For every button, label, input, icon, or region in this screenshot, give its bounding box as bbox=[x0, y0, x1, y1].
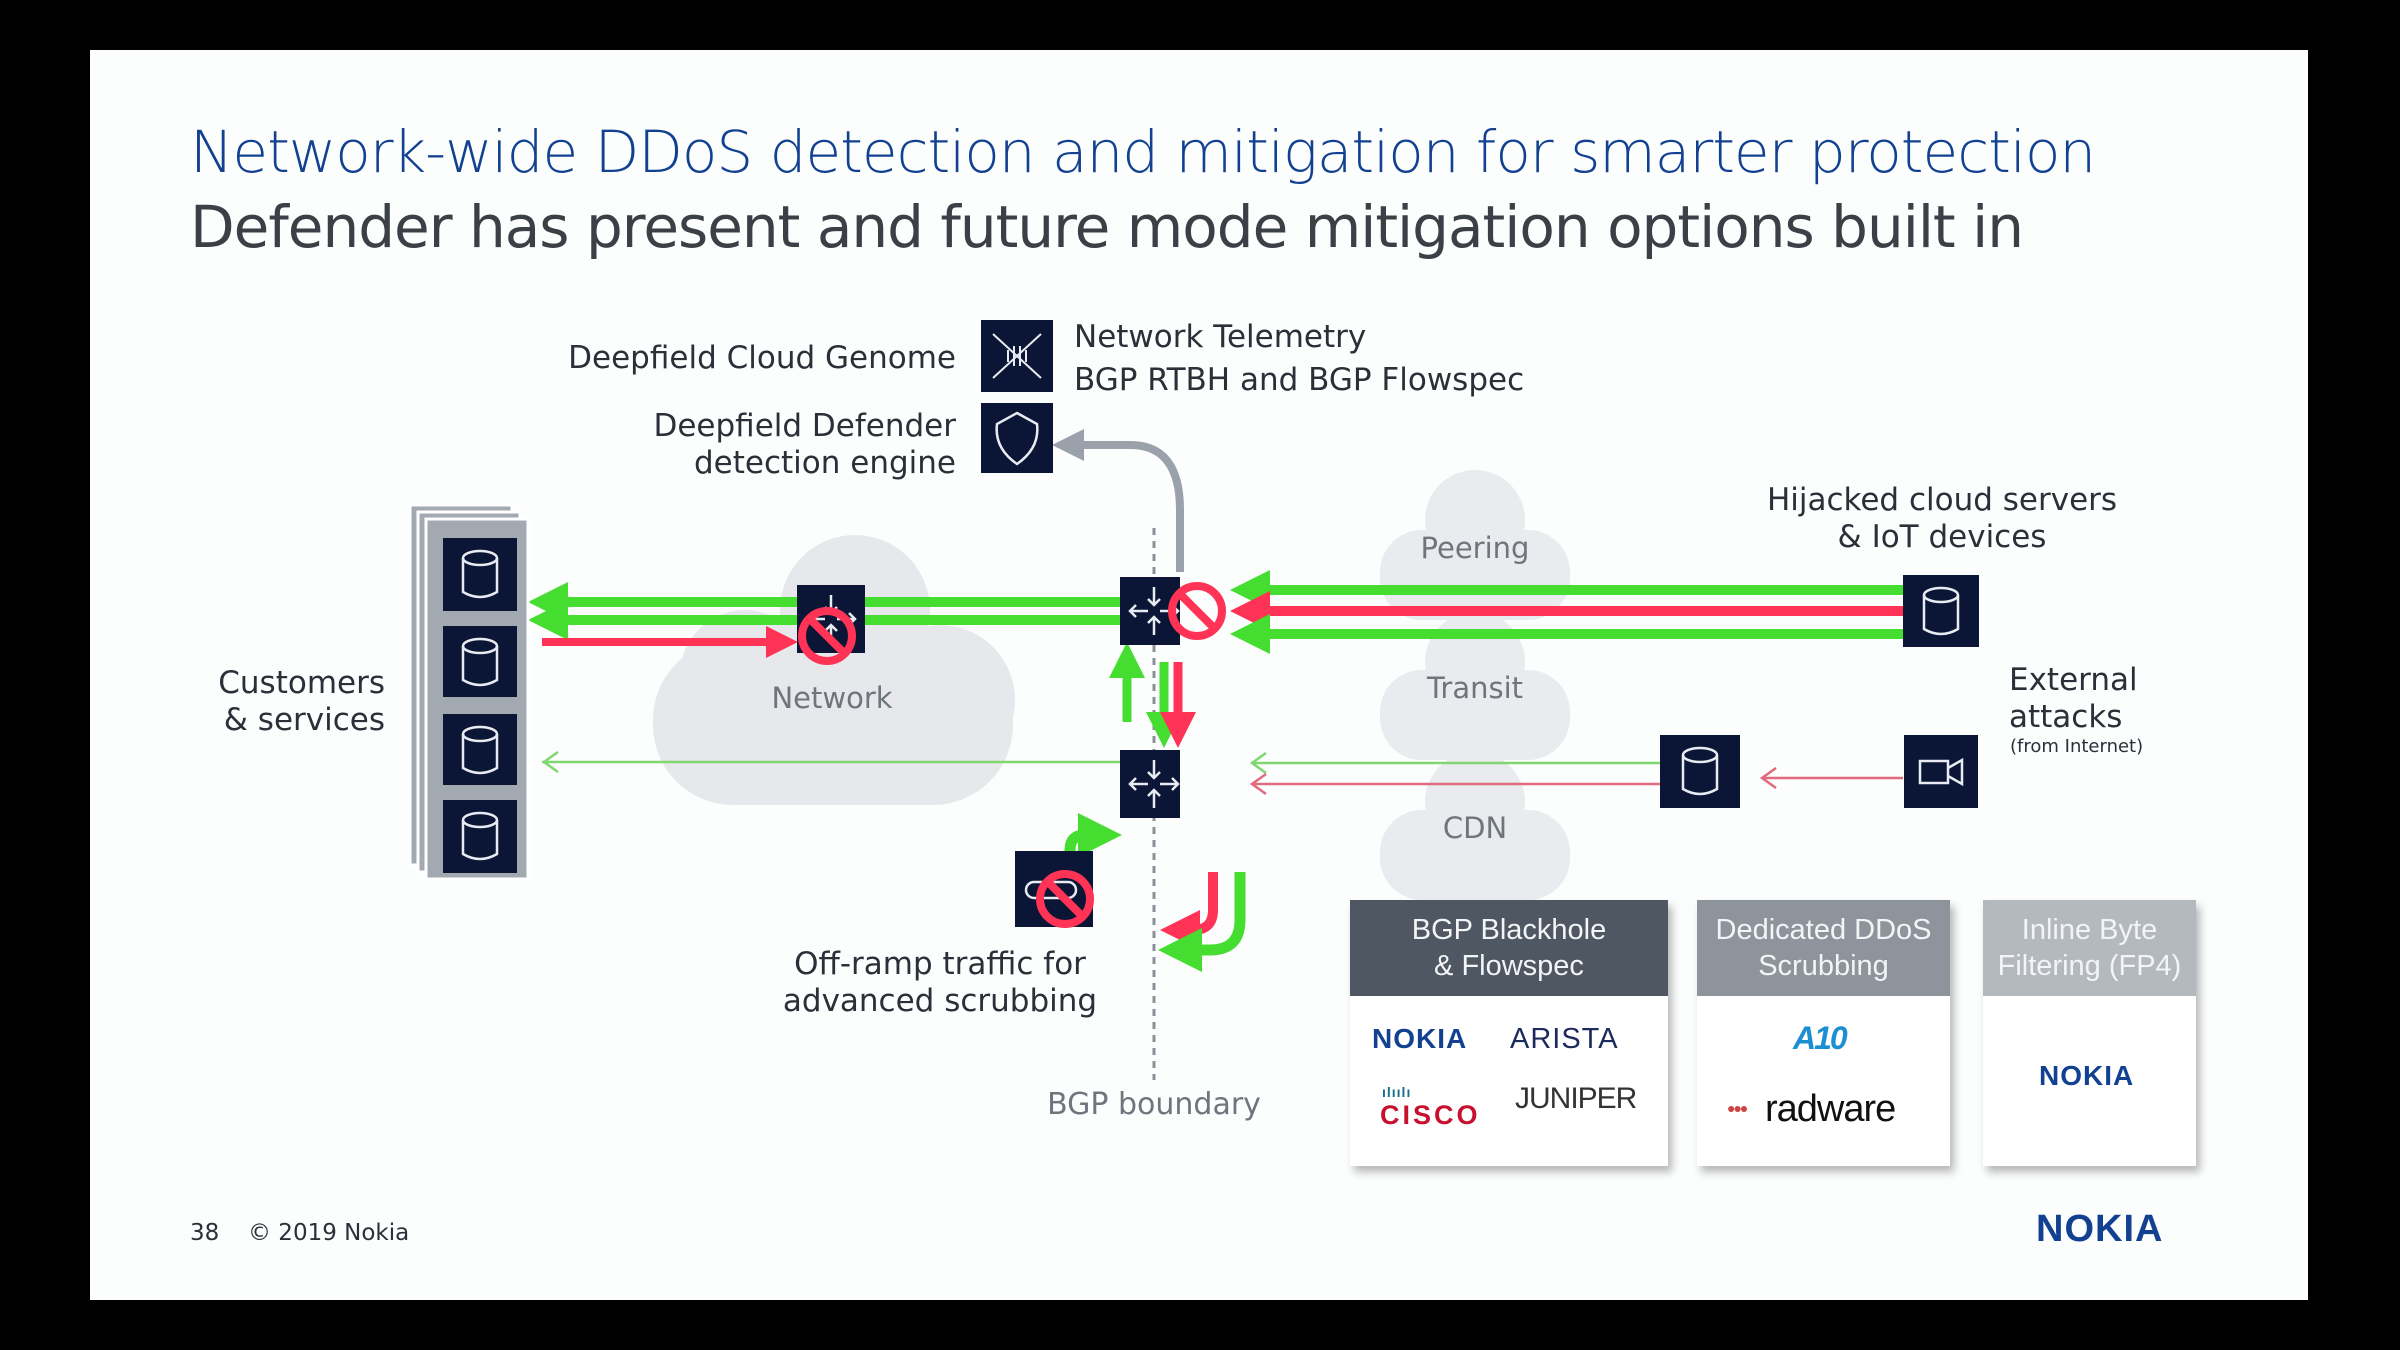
control-arrow bbox=[1052, 429, 1184, 572]
transit-label: Transit bbox=[1426, 671, 1523, 705]
edge-router bbox=[1120, 577, 1222, 645]
offramp-label-2: advanced scrubbing bbox=[783, 983, 1097, 1019]
defender-label-2: detection engine bbox=[694, 445, 956, 481]
radware-dots-icon: ●●● bbox=[1727, 1100, 1748, 1116]
radware-logo: radware bbox=[1765, 1088, 1896, 1130]
page-number: 38 bbox=[190, 1220, 220, 1246]
network-router bbox=[797, 585, 865, 661]
dna-icon bbox=[992, 333, 1042, 379]
external-label-1: External bbox=[2009, 662, 2138, 698]
card-title-1: BGP Blackhole bbox=[1411, 914, 1607, 946]
offramp-label-1: Off-ramp traffic for bbox=[794, 946, 1086, 982]
shield-icon bbox=[995, 411, 1039, 466]
thin-legit-arrowhead bbox=[541, 750, 559, 774]
card-body: NOKIA bbox=[1983, 996, 2196, 1166]
card-header: BGP Blackhole & Flowspec bbox=[1350, 900, 1668, 996]
telemetry-label-2: BGP RTBH and BGP Flowspec bbox=[1074, 362, 1524, 398]
customer-server-3 bbox=[443, 714, 517, 785]
a10-logo: A10 bbox=[1793, 1020, 1848, 1056]
hijacked-server bbox=[1903, 575, 1979, 647]
customer-server-1 bbox=[443, 538, 517, 611]
cisco-logo: CISCO bbox=[1380, 1100, 1481, 1130]
peering-label: Peering bbox=[1421, 531, 1530, 565]
nokia-brand-logo: NOKIA bbox=[2036, 1208, 2164, 1250]
bgp-boundary-label: BGP boundary bbox=[1047, 1087, 1261, 1122]
nokia-logo: NOKIA bbox=[1372, 1023, 1468, 1054]
external-label-2: attacks bbox=[2009, 699, 2122, 735]
slide-title: Network-wide DDoS detection and mitigati… bbox=[190, 118, 2096, 186]
copyright: © 2019 Nokia bbox=[248, 1220, 410, 1246]
external-attack-arrowhead bbox=[1759, 766, 1777, 790]
slide: Network-wide DDoS detection and mitigati… bbox=[90, 50, 2308, 1300]
card-body: A10 ●●● radware bbox=[1697, 996, 1950, 1166]
mitigation-card-bgp: BGP Blackhole & Flowspec NOKIA ARISTA ılı… bbox=[1350, 900, 1668, 1166]
defender-node bbox=[981, 403, 1053, 473]
customers-label-1: Customers bbox=[218, 665, 385, 701]
customer-server-2 bbox=[443, 626, 517, 697]
juniper-logo: JUNIPER bbox=[1515, 1082, 1637, 1115]
cdn-cloud bbox=[1380, 752, 1570, 900]
external-attacker bbox=[1904, 735, 1978, 808]
customers-label-2: & services bbox=[224, 702, 385, 738]
network-label: Network bbox=[771, 681, 892, 715]
scrubber-node bbox=[1015, 851, 1093, 927]
camera-icon bbox=[1918, 757, 1964, 787]
hijacked-label-1: Hijacked cloud servers bbox=[1767, 482, 2117, 518]
cisco-bars-icon: ılıılı bbox=[1382, 1084, 1412, 1100]
card-body: NOKIA ARISTA ılıılı CISCO JUNIPER bbox=[1350, 996, 1668, 1166]
card-header: Dedicated DDoS Scrubbing bbox=[1697, 900, 1950, 996]
mitigation-card-scrubbing: Dedicated DDoS Scrubbing A10 ●●● radware bbox=[1697, 900, 1950, 1166]
ddos-diagram: Network Peering Transit CDN BGP boundary bbox=[218, 319, 2143, 1122]
telemetry-label-1: Network Telemetry bbox=[1074, 319, 1366, 355]
network-cloud bbox=[653, 535, 1015, 805]
card-title-2: Filtering (FP4) bbox=[1997, 950, 2182, 982]
cdn-server bbox=[1660, 735, 1740, 808]
cdn-label: CDN bbox=[1443, 811, 1507, 845]
hijacked-label-2: & IoT devices bbox=[1838, 519, 2047, 555]
card-title-1: Inline Byte bbox=[2021, 914, 2158, 946]
nokia-logo: NOKIA bbox=[2039, 1060, 2135, 1091]
cdn-attack-arrowhead bbox=[1249, 772, 1267, 796]
offramp-legit-flow bbox=[1158, 872, 1246, 972]
defender-label-1: Deepfield Defender bbox=[653, 408, 956, 444]
arista-logo: ARISTA bbox=[1510, 1023, 1619, 1055]
scrubbed-return-flow bbox=[1064, 813, 1122, 892]
card-title-2: & Flowspec bbox=[1434, 950, 1584, 982]
card-title-1: Dedicated DDoS bbox=[1715, 914, 1932, 946]
card-title-2: Scrubbing bbox=[1758, 950, 1889, 982]
cdn-legit-arrowhead bbox=[1249, 751, 1267, 775]
cloud-genome-label: Deepfield Cloud Genome bbox=[568, 340, 956, 376]
cloud-genome-node bbox=[981, 320, 1053, 392]
boundary-router bbox=[1120, 750, 1180, 818]
external-note: (from Internet) bbox=[2010, 736, 2143, 757]
slide-subtitle: Defender has present and future mode mit… bbox=[190, 193, 2024, 261]
customer-server-4 bbox=[443, 800, 517, 873]
peering-cloud bbox=[1380, 470, 1570, 620]
offramp-attack-flow bbox=[1160, 872, 1218, 950]
